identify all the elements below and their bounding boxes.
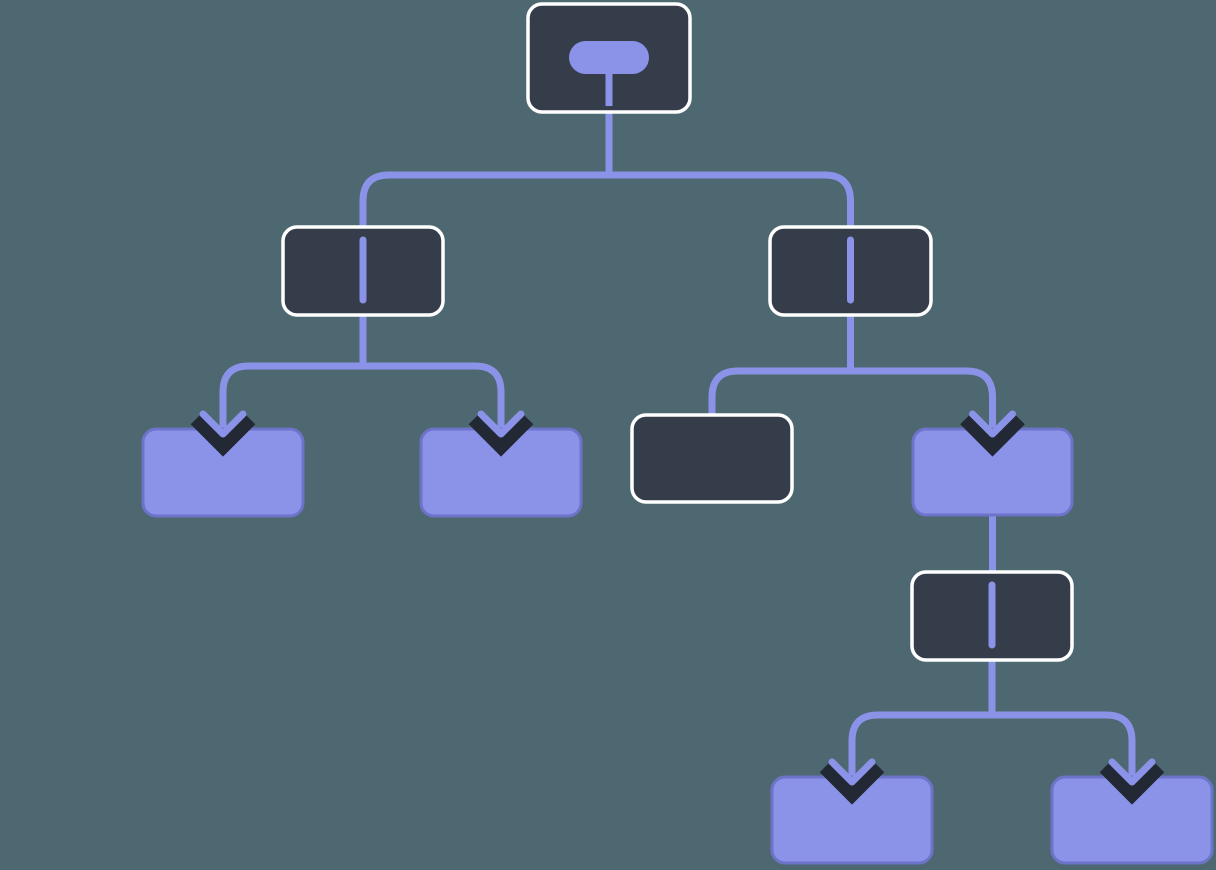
- arrow-chevron-dark: [190, 413, 256, 457]
- connector-layer: [219, 112, 1136, 779]
- connector-edge-right: [708, 315, 996, 431]
- node-box[interactable]: [911, 427, 1074, 517]
- node-purple-mid[interactable]: [911, 427, 1074, 517]
- arrow-chevron-dark: [819, 761, 885, 805]
- connector-branch: [219, 362, 505, 431]
- arrow-layer: [190, 410, 1165, 805]
- arrow-chevron-dark: [468, 413, 534, 457]
- connector-branch: [359, 171, 854, 229]
- node-root[interactable]: [526, 2, 692, 114]
- connector-edge-left: [219, 315, 505, 431]
- connector-edge-lower: [848, 660, 1136, 779]
- node-leaf-2[interactable]: [419, 427, 583, 518]
- node-box[interactable]: [1050, 775, 1214, 865]
- arrow-head-purple: [969, 410, 1016, 438]
- node-branch-right[interactable]: [768, 225, 933, 317]
- connector-edge-root: [359, 112, 854, 229]
- node-leaf-4[interactable]: [1050, 775, 1214, 865]
- arrow-head-purple: [477, 410, 525, 438]
- node-box[interactable]: [419, 427, 583, 518]
- node-box[interactable]: [630, 413, 794, 504]
- node-box[interactable]: [141, 427, 305, 518]
- arrow-down-icon: [1099, 758, 1165, 805]
- node-leaf-3[interactable]: [770, 775, 934, 865]
- arrow-down-icon: [468, 410, 534, 457]
- arrow-chevron-dark: [960, 413, 1025, 457]
- root-icon: [569, 41, 649, 74]
- node-layer: [141, 2, 1214, 865]
- arrow-down-icon: [819, 758, 885, 805]
- arrow-head-purple: [828, 758, 876, 786]
- connector-branch: [708, 367, 996, 431]
- arrow-chevron-dark: [1099, 761, 1165, 805]
- arrow-head-purple: [199, 410, 247, 438]
- arrow-down-icon: [190, 410, 256, 457]
- node-box[interactable]: [770, 775, 934, 865]
- connector-branch: [848, 711, 1136, 779]
- node-branch-lower[interactable]: [910, 570, 1074, 662]
- node-dark-child[interactable]: [630, 413, 794, 504]
- node-leaf-1[interactable]: [141, 427, 305, 518]
- arrow-down-icon: [960, 410, 1025, 457]
- node-branch-left[interactable]: [281, 225, 445, 317]
- arrow-head-purple: [1108, 758, 1156, 786]
